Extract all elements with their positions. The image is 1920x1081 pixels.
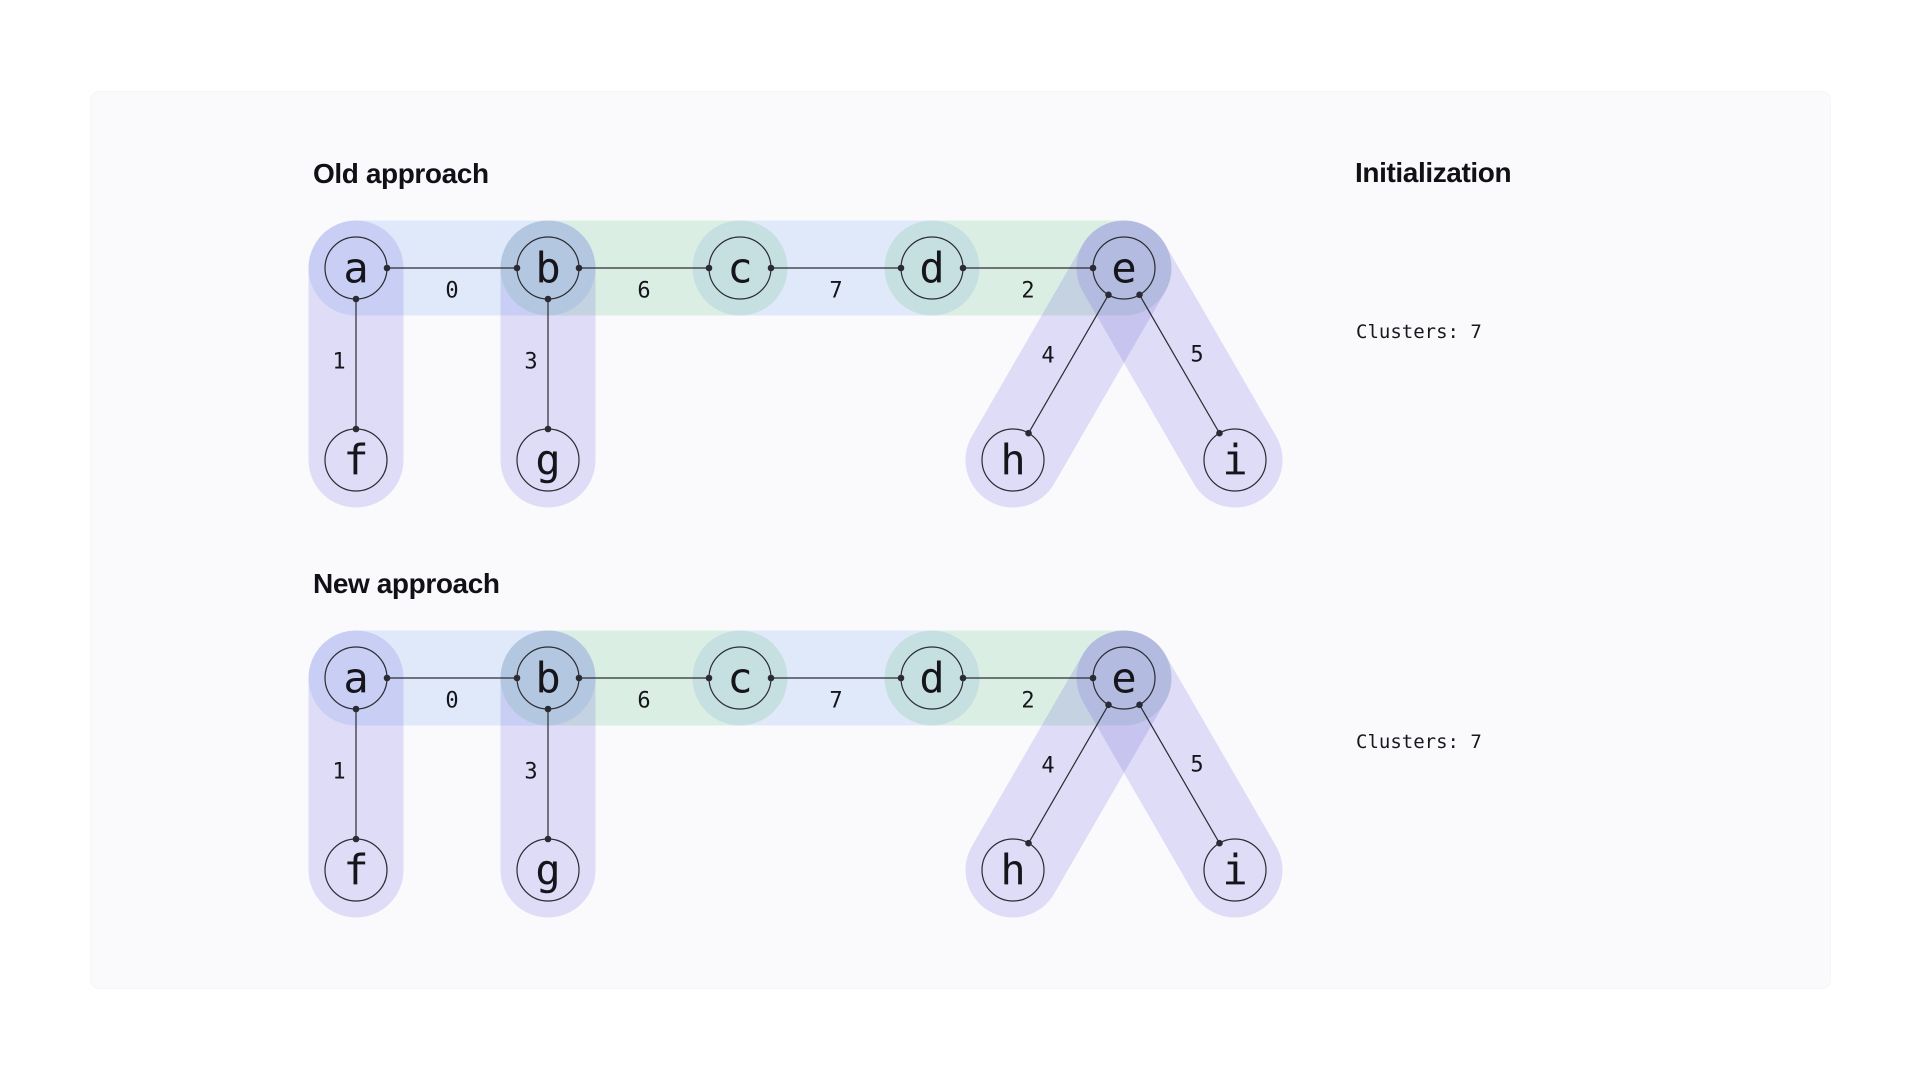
edge-weight-b-g: 3 [524, 350, 537, 375]
node-label-i: i [1222, 846, 1247, 895]
phase-heading: Initialization [1355, 157, 1512, 188]
node-label-g: g [535, 436, 560, 485]
edge-weight-e-h: 4 [1041, 344, 1054, 369]
edge-weight-c-d: 7 [829, 689, 842, 714]
edge-weight-e-h: 4 [1041, 754, 1054, 779]
node-circle-b [516, 646, 580, 710]
edge-weight-b-c: 6 [637, 689, 650, 714]
edge-e-i [1138, 294, 1221, 434]
edge-weight-d-e: 2 [1021, 689, 1034, 714]
node-circle-d [900, 646, 964, 710]
node-circle-e [1092, 236, 1156, 300]
node-label-d: d [919, 654, 944, 703]
edge-e-h [1027, 704, 1110, 844]
edge-weight-a-b: 0 [445, 279, 458, 304]
node-circle-i [1203, 428, 1267, 492]
node-label-c: c [727, 244, 752, 293]
node-circle-a [324, 236, 388, 300]
node-circle-g [516, 838, 580, 902]
node-circle-d [900, 236, 964, 300]
node-circle-a [324, 646, 388, 710]
node-circle-e [1092, 646, 1156, 710]
node-circle-i [1203, 838, 1267, 902]
edge-weight-c-d: 7 [829, 279, 842, 304]
node-label-b: b [535, 654, 560, 703]
edge-weight-a-f: 1 [332, 760, 345, 785]
node-label-a: a [343, 654, 368, 703]
node-label-f: f [343, 846, 368, 895]
edge-weight-b-c: 6 [637, 279, 650, 304]
node-label-e: e [1111, 244, 1136, 293]
edge-weight-e-i: 5 [1190, 753, 1203, 778]
node-label-c: c [727, 654, 752, 703]
node-circle-f [324, 428, 388, 492]
graph-section-0: 0 6 7 2 1 3 4 5 a b c d e f g h i [308, 220, 1283, 508]
node-circle-b [516, 236, 580, 300]
edge-weight-b-g: 3 [524, 760, 537, 785]
edge-weight-a-b: 0 [445, 689, 458, 714]
node-circle-h [981, 838, 1045, 902]
node-label-a: a [343, 244, 368, 293]
node-label-g: g [535, 846, 560, 895]
edge-e-i [1138, 704, 1221, 844]
graph-section-1: 0 6 7 2 1 3 4 5 a b c d e f g h i [308, 630, 1283, 918]
node-label-h: h [1000, 436, 1025, 485]
node-label-b: b [535, 244, 560, 293]
edge-weight-d-e: 2 [1021, 279, 1034, 304]
clusters-count-new: Clusters: 7 [1356, 731, 1482, 753]
node-circle-c [708, 236, 772, 300]
node-circle-g [516, 428, 580, 492]
node-label-h: h [1000, 846, 1025, 895]
diagram-panel [91, 92, 1830, 988]
node-label-i: i [1222, 436, 1247, 485]
node-label-e: e [1111, 654, 1136, 703]
node-circle-h [981, 428, 1045, 492]
node-circle-f [324, 838, 388, 902]
clusters-count-old: Clusters: 7 [1356, 321, 1482, 343]
edge-weight-a-f: 1 [332, 350, 345, 375]
node-label-f: f [343, 436, 368, 485]
node-label-d: d [919, 244, 944, 293]
edge-e-h [1027, 294, 1110, 434]
node-circle-c [708, 646, 772, 710]
section-title-old-approach: Old approach [313, 158, 489, 189]
section-title-new-approach: New approach [313, 568, 500, 599]
edge-weight-e-i: 5 [1190, 343, 1203, 368]
